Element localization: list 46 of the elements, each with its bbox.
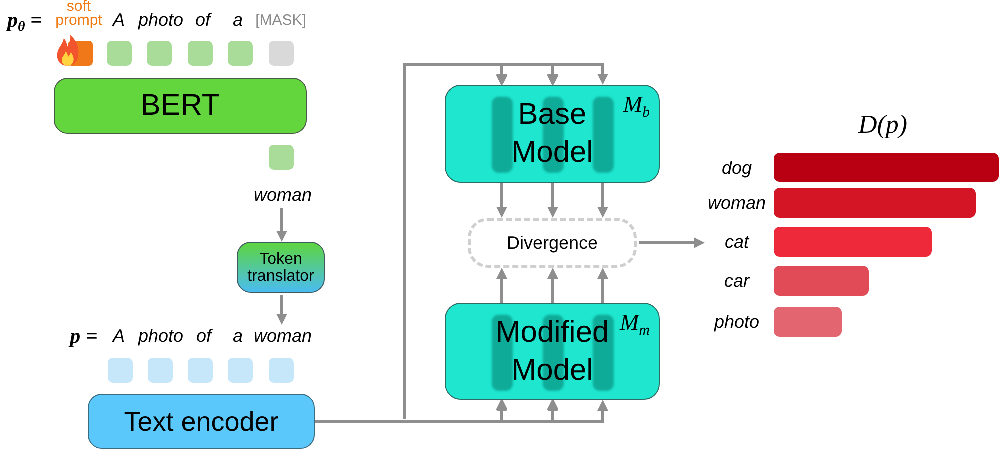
- block-title: Token translator: [246, 250, 316, 284]
- block-title: Modified Model: [494, 314, 610, 388]
- language-model-block: [54, 78, 307, 134]
- model-block: [445, 303, 660, 400]
- category-label: dog: [722, 156, 752, 178]
- arrow: [402, 400, 608, 424]
- block-title: BERT: [140, 89, 220, 123]
- soft-prompt-label: soft prompt: [54, 0, 104, 28]
- block-title: Text encoder: [124, 406, 279, 438]
- prompt-symbol: p =: [70, 324, 98, 348]
- arrow: [598, 268, 608, 303]
- prompt-word: A: [113, 325, 125, 347]
- connector-line: [315, 420, 404, 423]
- arrow: [496, 268, 508, 303]
- arrow: [548, 268, 558, 303]
- encoder-block: [88, 394, 315, 449]
- prompt-word: of: [196, 325, 212, 347]
- translator-block: [237, 242, 325, 293]
- prompt-word: photo: [138, 9, 184, 31]
- block-title: Base Model: [510, 97, 594, 171]
- token-word: woman: [254, 325, 312, 347]
- category-label: photo: [714, 311, 760, 333]
- block-title: Divergence: [506, 232, 598, 254]
- divergence-block: [468, 218, 637, 268]
- arrow: [639, 238, 705, 248]
- prompt-word: a: [233, 325, 243, 347]
- prompt-word: a: [233, 9, 243, 31]
- prompt-word: A: [113, 9, 125, 31]
- arrow: [276, 295, 288, 325]
- model-symbol: M$_{m}$: [620, 311, 650, 335]
- category-label: woman: [708, 192, 766, 214]
- category-label: car: [724, 270, 750, 292]
- arrow: [598, 183, 608, 218]
- prompt-word: of: [196, 9, 210, 31]
- model-block: [445, 85, 660, 183]
- chart-title: D(p): [858, 110, 908, 140]
- mask-token: [MASK]: [256, 12, 306, 30]
- arrow: [402, 62, 608, 421]
- category-label: cat: [725, 231, 749, 253]
- arrow: [548, 183, 558, 218]
- token-word: woman: [254, 184, 312, 206]
- model-symbol: M$_{b}$: [623, 93, 650, 117]
- prompt-word: photo: [138, 325, 184, 347]
- arrow: [496, 183, 508, 218]
- prompt-symbol: p$_{θ}$ =: [8, 8, 42, 32]
- arrow: [276, 208, 288, 242]
